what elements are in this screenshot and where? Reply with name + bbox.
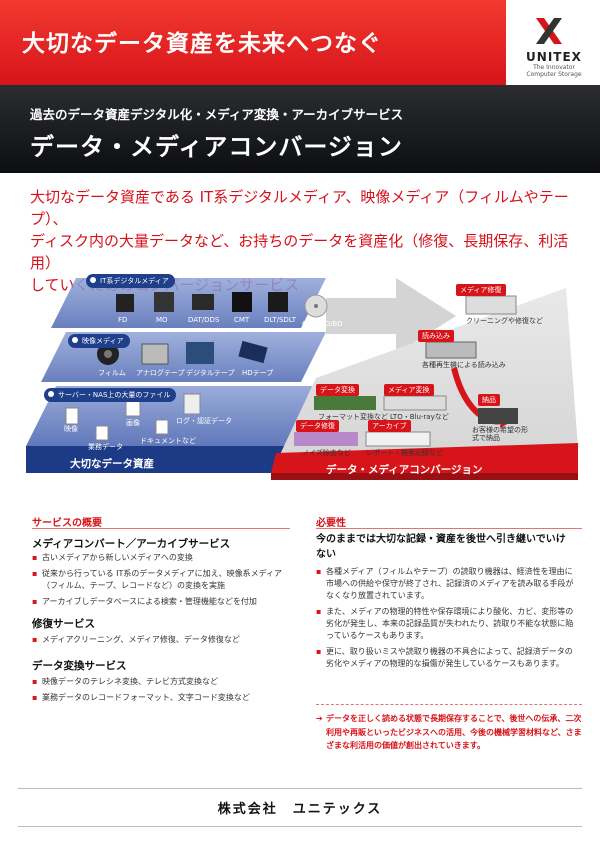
footer-rule-bottom — [18, 826, 582, 827]
server-item: ログ・認証データ — [176, 417, 232, 425]
company-name: 株式会社 ユニテックス — [217, 802, 383, 817]
necessity-conclusion: データを正しく読める状態で長期保存することで、後世への伝承、二次利用や再販といっ… — [316, 712, 586, 753]
group-video-label: 映像メディア — [68, 334, 130, 348]
brand-tagline-1: The Innovator — [533, 64, 575, 71]
group-server-label: サーバー・NAS上の大量のファイル — [44, 388, 177, 402]
overview-group-title: データ変換サービス — [32, 660, 127, 672]
header: 大切なデータ資産を未来へつなぐ UNITEX The Innovator Com… — [0, 0, 600, 85]
it-item: DLT/SDLT — [264, 316, 297, 324]
video-item: デジタルテープ — [186, 369, 235, 377]
server-item: 画像 — [126, 419, 140, 427]
fd-glyph — [116, 294, 134, 312]
read-tag: 読み込み — [418, 330, 454, 342]
page-subtitle: 過去のデータ資産デジタル化・メディア変換・アーカイブサービス — [30, 107, 404, 122]
it-item: CD/DVD/BD — [302, 320, 343, 328]
deliver-tag: 納品 — [478, 394, 500, 406]
list-item: 従来から行っている IT系のデータメディアに加え、映像系メディア（フィルム、テー… — [32, 568, 294, 592]
it-item: MO — [156, 316, 168, 324]
deliver-photo — [478, 408, 518, 424]
it-item: FD — [118, 316, 128, 324]
group-it-label: IT系デジタルメディア — [86, 274, 175, 288]
overview-list: 古いメディアから新しいメディアへの変換 従来から行っている IT系のデータメディ… — [32, 552, 294, 612]
overview-list: メディアクリーニング、メディア修復、データ修復など — [32, 634, 294, 650]
media-photo — [383, 395, 447, 411]
list-item: 映像データのテレシネ変換、テレビ方式変換など — [32, 676, 294, 688]
server-item: 映像 — [64, 425, 78, 433]
list-item: アーカイブしデータベースによる検索・管理機能などを付加 — [32, 596, 294, 608]
dlt-glyph — [268, 292, 288, 312]
fix-photo — [294, 432, 358, 446]
read-box: 各種再生機による読み込み — [422, 361, 506, 369]
convert-tag: データ変換 — [316, 384, 359, 396]
video-item: HDテープ — [242, 369, 274, 377]
archive-photo — [365, 431, 431, 447]
list-item: メディアクリーニング、メディア修復、データ修復など — [32, 634, 294, 646]
convert-photo — [314, 396, 376, 410]
overview-heading: サービスの概要 — [32, 518, 102, 529]
archive-tag: アーカイブ — [368, 420, 411, 432]
log-file-glyph — [183, 393, 201, 415]
list-item: 業務データのレコードフォーマット、文字コード変換など — [32, 692, 294, 704]
server-item: 業務データ — [88, 443, 123, 451]
dat-glyph — [192, 294, 214, 310]
convert-box: フォーマット変換など — [318, 413, 388, 421]
it-item: DAT/DDS — [188, 316, 220, 324]
server-item: ドキュメントなど — [140, 437, 196, 445]
conversion-diagram: IT系デジタルメディア FD MO DAT/DDS CMT DLT/SDLT C… — [26, 268, 578, 490]
overview-group-title: メディアコンバート／アーカイブサービス — [32, 538, 231, 550]
necessity-divider — [316, 704, 582, 705]
right-footer: データ・メディアコンバージョン — [326, 464, 483, 476]
document-file-glyph — [155, 419, 169, 435]
fix-box: ノイズ除去など — [302, 449, 351, 457]
repair-box: クリーニングや修復など — [466, 317, 543, 325]
intro-line: ディスク内の大量データなど、お持ちのデータを資産化（修復、長期保存、利活用） — [30, 232, 569, 272]
brand-tagline-2: Computer Storage — [526, 71, 582, 78]
media-box: LTO・Blu-rayなど — [390, 413, 449, 421]
deliver-box: お客様の希望の形式で納品 — [472, 426, 528, 442]
cmt-glyph — [232, 292, 252, 312]
necessity-rule — [316, 528, 582, 529]
brand-tagline: The Innovator Computer Storage — [512, 64, 596, 78]
catch-copy: 大切なデータ資産を未来へつなぐ — [22, 31, 382, 57]
left-base — [26, 446, 296, 473]
left-footer: 大切なデータ資産 — [70, 458, 154, 470]
video-item: アナログテープ — [136, 369, 185, 377]
page-title: データ・メディアコンバージョン — [30, 133, 403, 161]
list-item: また、メディアの物理的特性や保存環境により酸化、カビ、変形等の劣化が発生し、本来… — [316, 606, 580, 642]
necessity-list: 各種メディア（フィルムやテープ）の読取り機器は、経済性を理由に市場への供給や保守… — [316, 566, 580, 674]
list-item: 更に、取り扱いミスや読取り機器の不具合によって、記録済データの劣化やメディアの物… — [316, 646, 580, 670]
reader-photo — [425, 341, 477, 359]
analog-tape-glyph — [141, 343, 169, 365]
intro-line: 大切なデータ資産である IT系デジタルメディア、映像メディア（フィルムやテープ）… — [30, 188, 569, 228]
overview-group-title: 修復サービス — [32, 618, 95, 630]
list-item: 各種メディア（フィルムやテープ）の読取り機器は、経済性を理由に市場への供給や保守… — [316, 566, 580, 602]
it-item: CMT — [234, 316, 250, 324]
logo-x-icon — [536, 18, 562, 44]
right-base — [271, 443, 578, 473]
digital-tape-glyph — [186, 342, 214, 364]
necessity-heading: 必要性 — [316, 518, 346, 529]
brand-name: UNITEX — [526, 50, 582, 64]
hd-tape-glyph — [238, 340, 268, 364]
fix-tag: データ修復 — [296, 420, 339, 432]
it-layer — [51, 278, 326, 328]
repair-tag: メディア修復 — [456, 284, 506, 296]
business-file-glyph — [95, 425, 109, 441]
footer-rule — [18, 788, 582, 789]
video-item: フィルム — [98, 369, 126, 377]
mo-glyph — [154, 292, 174, 312]
right-base-shade — [271, 473, 578, 480]
overview-list: 映像データのテレシネ変換、テレビ方式変換など 業務データのレコードフォーマット、… — [32, 676, 294, 708]
media-tag: メディア変換 — [384, 384, 434, 396]
catch-banner: 大切なデータ資産を未来へつなぐ — [0, 0, 506, 85]
overview-rule — [32, 528, 290, 529]
necessity-lead: 今のままでは大切な記録・資産を後世へ引き継いでいけない — [316, 534, 566, 560]
archive-box: レポート・検索記録など — [366, 449, 443, 457]
repair-photo — [465, 295, 517, 315]
video-file-glyph — [65, 407, 79, 425]
list-item: 古いメディアから新しいメディアへの変換 — [32, 552, 294, 564]
title-band: 過去のデータ資産デジタル化・メディア変換・アーカイブサービス データ・メディアコ… — [0, 85, 600, 173]
